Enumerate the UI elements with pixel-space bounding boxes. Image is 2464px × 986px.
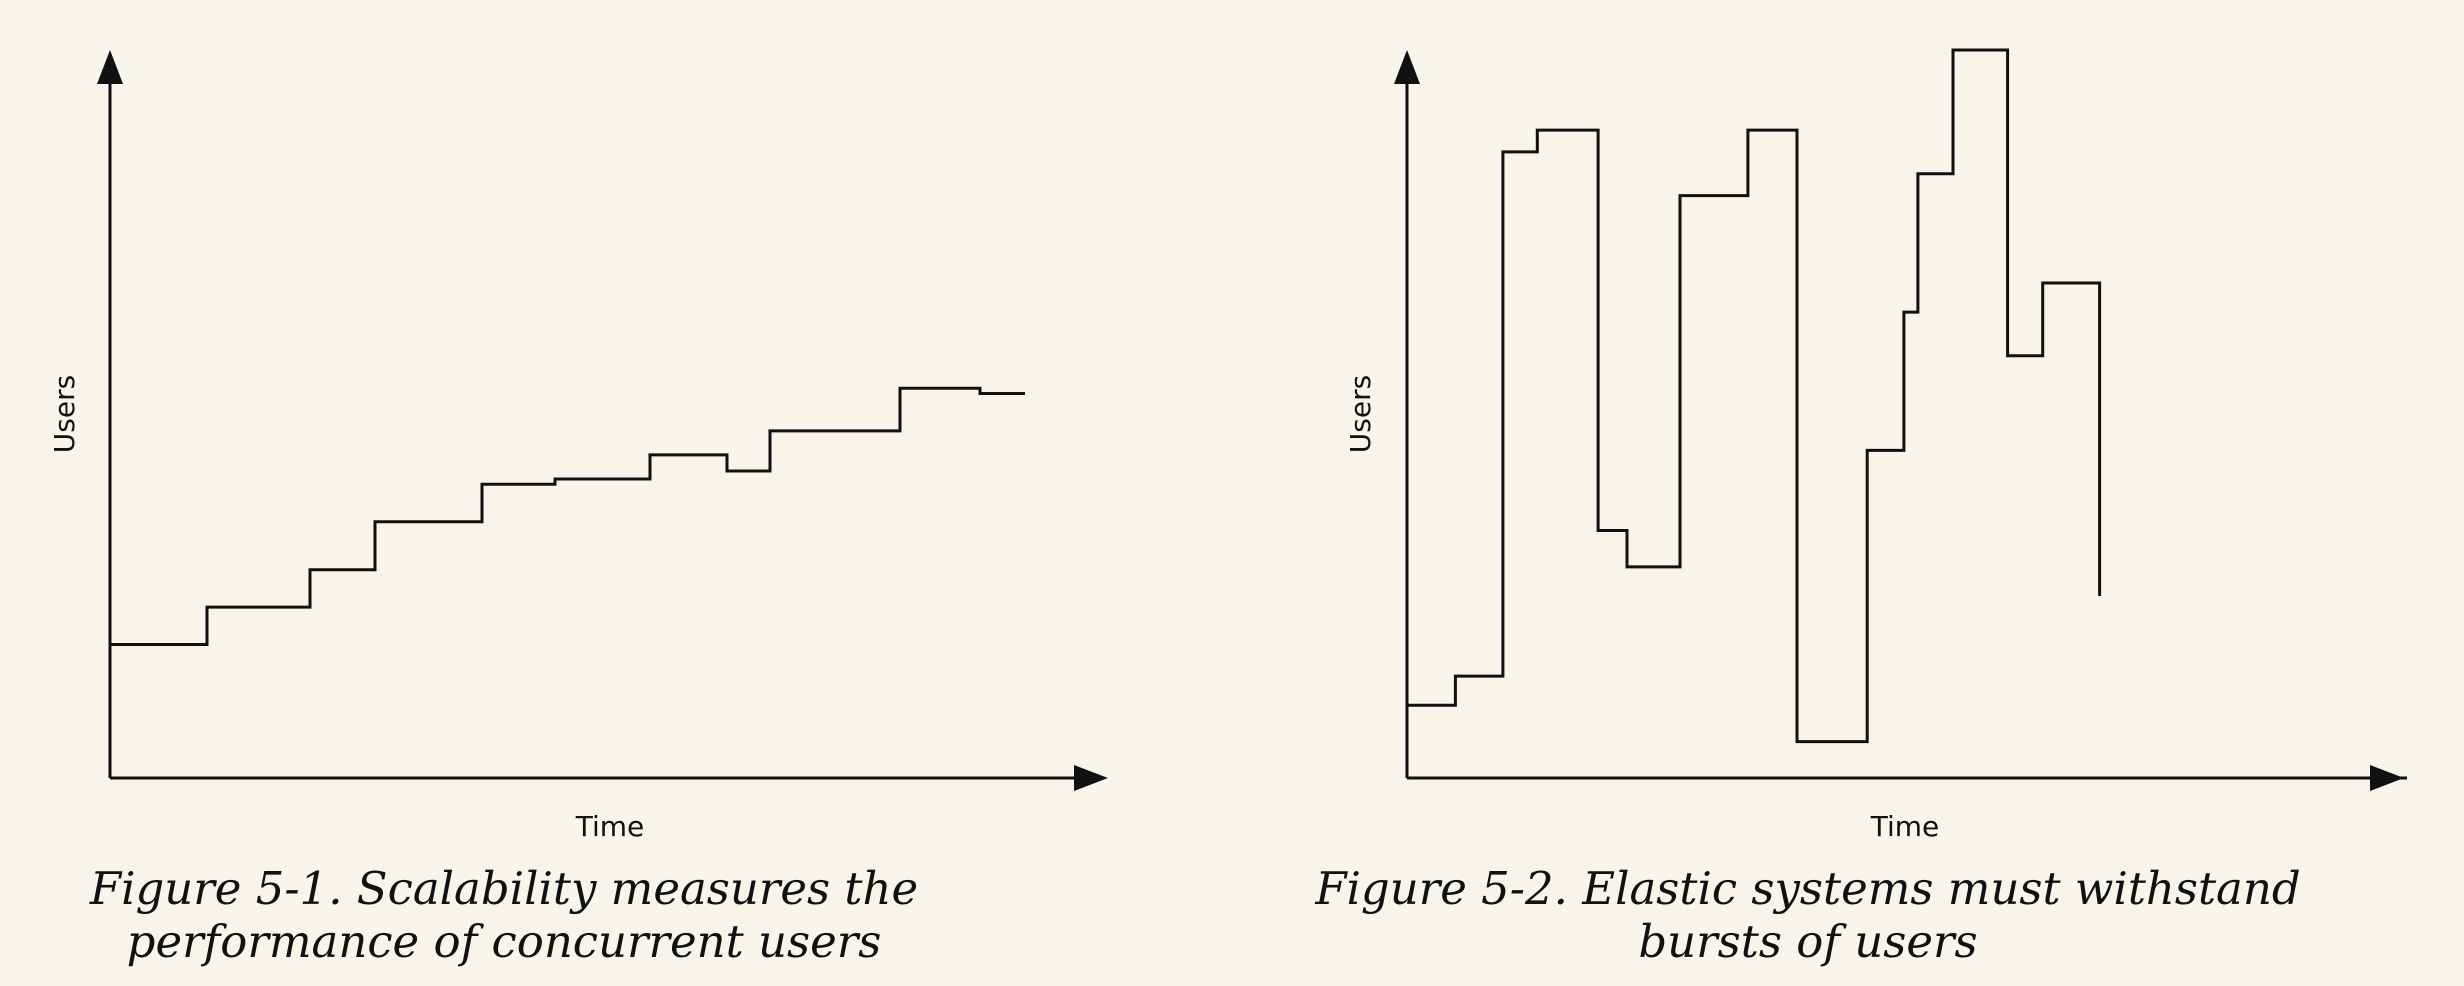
- y-axis-arrow: [1394, 50, 1420, 84]
- y-axis-label: Users: [1344, 375, 1377, 453]
- figure-caption: Figure 5-2. Elastic systems must withsta…: [1315, 862, 2301, 968]
- x-axis-label: Time: [575, 810, 645, 843]
- chart-scalability: Users Time: [48, 50, 1108, 843]
- x-axis-arrow: [2370, 765, 2404, 791]
- series-line: [1407, 48, 2102, 744]
- series-line: [110, 386, 1025, 646]
- y-axis-label: Users: [48, 375, 81, 453]
- figure-caption: Figure 5-1. Scalability measures the per…: [89, 862, 919, 968]
- chart-elastic: Users Time: [1344, 48, 2407, 843]
- y-axis-arrow: [97, 50, 123, 84]
- x-axis-label: Time: [1870, 810, 1940, 843]
- figure-scalability: Users Time Figure 5-1. Scalability measu…: [48, 50, 1108, 968]
- figure-elastic: Users Time Figure 5-2. Elastic systems m…: [1232, 0, 2464, 986]
- x-axis-arrow: [1074, 765, 1108, 791]
